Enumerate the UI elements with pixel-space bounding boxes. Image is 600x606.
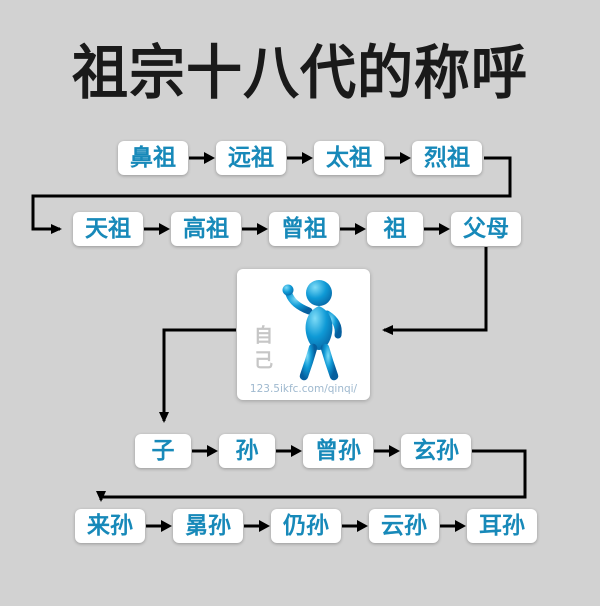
box-taizu: 太祖 xyxy=(314,141,384,175)
box-zengzu: 曾祖 xyxy=(269,212,339,246)
box-zengsun: 曾孙 xyxy=(303,434,373,468)
box-bizu: 鼻祖 xyxy=(118,141,188,175)
arrow-right-icon xyxy=(440,520,466,532)
arrow-right-icon xyxy=(424,223,450,235)
arrow-right-icon xyxy=(342,520,368,532)
arrow-right-icon xyxy=(242,223,268,235)
self-label: 自己 xyxy=(251,325,273,375)
ancestor-row-2: 天祖 高祖 曾祖 祖 父母 xyxy=(73,212,521,246)
box-yunsun: 云孙 xyxy=(369,509,439,543)
box-ersun: 耳孙 xyxy=(467,509,537,543)
arrow-right-icon xyxy=(287,152,313,164)
box-liezu: 烈祖 xyxy=(412,141,482,175)
box-laisun: 来孙 xyxy=(75,509,145,543)
box-gaozu: 高祖 xyxy=(171,212,241,246)
page-title: 祖宗十八代的称呼 xyxy=(72,39,528,108)
arrow-right-icon xyxy=(146,520,172,532)
descendant-row-2: 来孙 晜孙 仍孙 云孙 耳孙 xyxy=(75,509,537,543)
self-box: 自己 123.5ikfc.com/qinqi/ xyxy=(237,269,370,400)
box-fumu: 父母 xyxy=(451,212,521,246)
box-rengsun: 仍孙 xyxy=(271,509,341,543)
arrow-right-icon xyxy=(385,152,411,164)
descendant-row-1: 子 孙 曾孙 玄孙 xyxy=(135,434,471,468)
box-tianzu: 天祖 xyxy=(73,212,143,246)
ancestor-row-1: 鼻祖 远祖 太祖 烈祖 xyxy=(118,141,482,175)
box-sun: 孙 xyxy=(219,434,275,468)
box-zi: 子 xyxy=(135,434,191,468)
person-figure-icon xyxy=(269,277,361,383)
arrow-right-icon xyxy=(189,152,215,164)
arrow-right-icon xyxy=(340,223,366,235)
watermark-text: 123.5ikfc.com/qinqi/ xyxy=(249,383,358,395)
box-yuanzu: 远祖 xyxy=(216,141,286,175)
box-xuansun: 玄孙 xyxy=(401,434,471,468)
arrow-right-icon xyxy=(144,223,170,235)
arrow-right-icon xyxy=(192,445,218,457)
arrow-right-icon xyxy=(276,445,302,457)
box-zu: 祖 xyxy=(367,212,423,246)
arrow-right-icon xyxy=(244,520,270,532)
box-kunsun: 晜孙 xyxy=(173,509,243,543)
arrow-right-icon xyxy=(374,445,400,457)
